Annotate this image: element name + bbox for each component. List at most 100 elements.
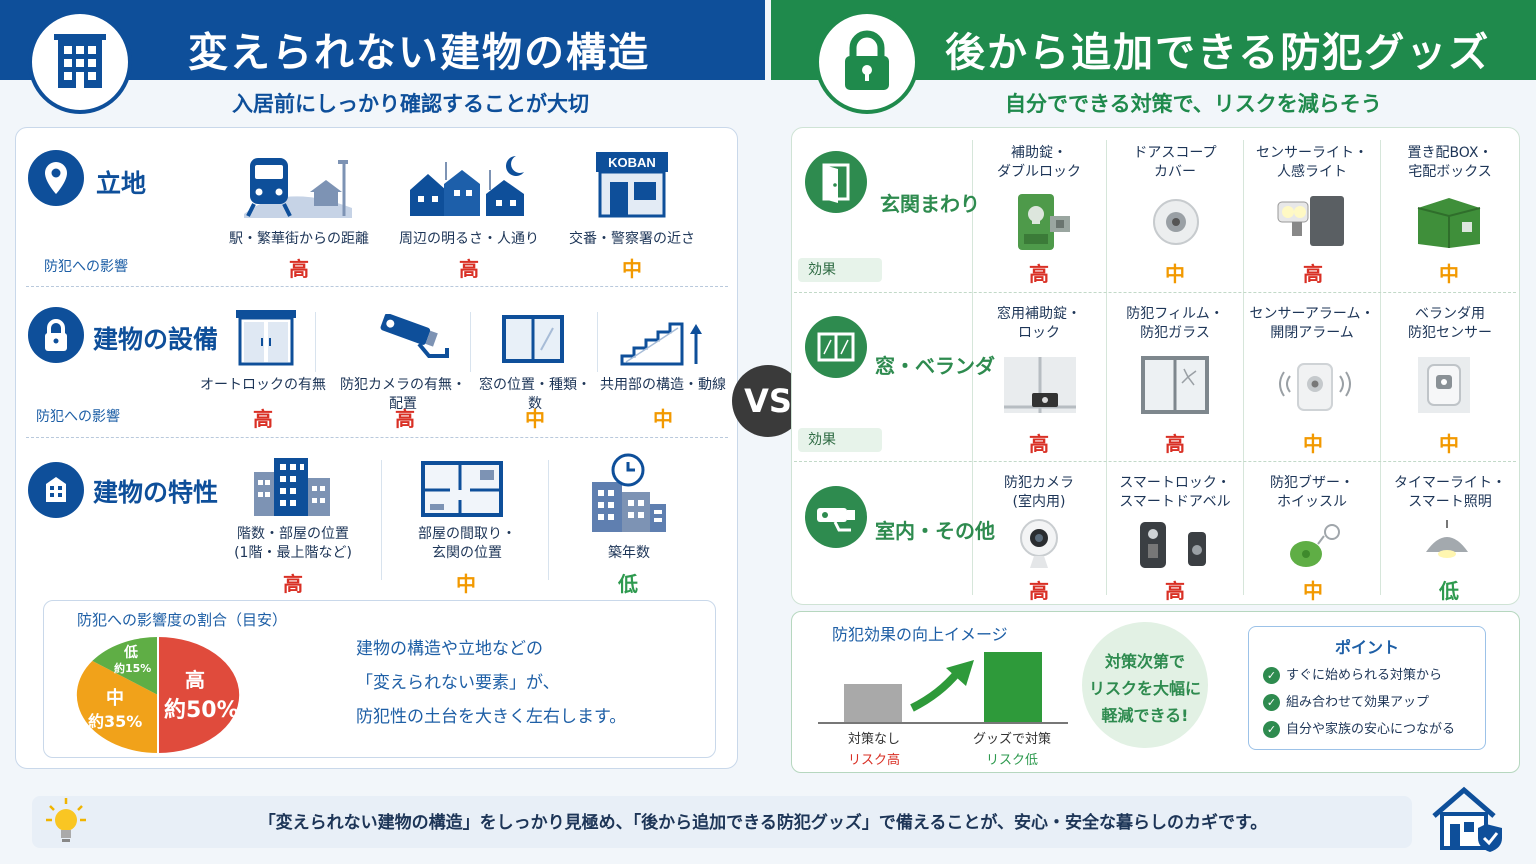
footer-bar [32, 796, 1412, 848]
open-close-alarm-icon [1279, 363, 1351, 411]
delivery-box-icon [1417, 198, 1481, 248]
row-indoor-title: 室内・その他 [875, 519, 995, 543]
stairs-icon [620, 322, 702, 366]
level-mid: 中 [1303, 579, 1323, 603]
item-timer-light: タイマーライト・スマート照明 [1394, 475, 1506, 510]
level-mid: 中 [525, 407, 545, 431]
after-risk: リスク低 [985, 753, 1038, 768]
level-mid: 中 [456, 572, 476, 596]
item-station-distance: 駅・繁華街からの距離 [229, 231, 369, 247]
door-circle [805, 151, 867, 213]
aging-building-clock-icon [592, 453, 666, 532]
right-subtitle: 自分でできる対策で、リスクを減らそう [1005, 92, 1382, 116]
item-camera: 防犯カメラの有無・配置 [340, 377, 466, 412]
location-pin-circle [28, 150, 84, 206]
pie-pct-low: 約15% [114, 662, 152, 675]
house-shield-icon [1432, 786, 1502, 852]
section-characteristics-title: 建物の特性 [93, 478, 219, 507]
improvement-bar-graphic [818, 652, 1068, 724]
point-list: ✓すぐに始められる対策から ✓組み合わせて効果アップ ✓自分や家族の安心につなが… [1263, 662, 1455, 743]
impact-label: 防犯への影響 [36, 409, 120, 425]
section-location-title: 立地 [96, 169, 147, 198]
effect-label: 効果 [798, 258, 882, 282]
lock-circle [28, 307, 84, 363]
item-floor-position: 階数・部屋の位置(1階・最上階など) [234, 526, 352, 561]
security-buzzer-icon [1290, 524, 1340, 567]
after-label: グッズで対策 [972, 732, 1051, 747]
level-high: 高 [1029, 579, 1049, 603]
before-label: 対策なし [847, 732, 900, 747]
level-high: 高 [1165, 432, 1185, 456]
item-brightness: 周辺の明るさ・人通り [399, 231, 539, 247]
item-auxiliary-lock: 補助錠・ダブルロック [997, 145, 1081, 180]
effect-label: 効果 [798, 428, 882, 452]
apartment-icon [46, 477, 66, 502]
pie-label-mid: 中 [106, 688, 124, 709]
level-mid: 中 [1439, 432, 1459, 456]
improvement-arrow [910, 669, 962, 712]
level-high: 高 [283, 572, 303, 596]
security-camera-icon [817, 508, 855, 532]
window-icon [502, 315, 564, 363]
level-mid: 中 [1303, 432, 1323, 456]
high-rise-building-icon [254, 458, 330, 516]
column-divider [1106, 140, 1107, 595]
door-scope-cover-icon [1153, 199, 1199, 245]
column-divider [470, 312, 471, 372]
level-high: 高 [253, 407, 273, 431]
item-security-film: 防犯フィルム・防犯ガラス [1126, 306, 1224, 341]
level-high: 高 [459, 257, 479, 281]
column-divider [315, 312, 316, 372]
column-divider [972, 140, 973, 595]
left-subtitle: 入居前にしっかり確認することが大切 [232, 92, 589, 116]
right-title: 後から追加できる防犯グッズ [945, 30, 1491, 76]
column-divider [1380, 140, 1381, 595]
before-risk: リスク高 [847, 753, 900, 768]
pie-slice-mid [76, 660, 158, 753]
item-indoor-camera: 防犯カメラ(室内用) [1004, 475, 1074, 510]
level-mid: 中 [1439, 262, 1459, 286]
ratio-title: 防犯への影響度の割合（目安） [77, 611, 288, 629]
security-camera-icon [380, 314, 449, 358]
level-high: 高 [1029, 262, 1049, 286]
footer-message: 「変えられない建物の構造」をしっかり見極め、「後から追加できる防犯グッズ」で備え… [258, 813, 1268, 833]
pie-label-low: 低 [124, 645, 138, 661]
point-box [1248, 626, 1486, 750]
apartment-circle [28, 462, 84, 518]
night-street-icon [410, 156, 524, 216]
train-icon [244, 158, 352, 218]
koban-police-box-icon: KOBAN [596, 152, 668, 218]
item-smart-lock: スマートロック・スマートドアベル [1119, 475, 1231, 510]
column-divider [1243, 140, 1244, 595]
point-item: ✓すぐに始められる対策から [1263, 662, 1455, 689]
item-common-area: 共用部の構造・動線 [600, 377, 726, 393]
check-icon: ✓ [1263, 694, 1280, 711]
smart-lock-doorbell-icon [1140, 522, 1206, 568]
level-high: 高 [1303, 262, 1323, 286]
item-autolock: オートロックの有無 [200, 377, 326, 393]
autolock-door-icon [236, 310, 296, 366]
level-low: 低 [618, 572, 638, 596]
impact-pie-chart [76, 634, 240, 756]
pie-pct-high: 約50% [164, 698, 239, 723]
level-high: 高 [1029, 432, 1049, 456]
koban-sign: KOBAN [608, 155, 656, 170]
level-high: 高 [395, 407, 415, 431]
point-item: ✓組み合わせて効果アップ [1263, 689, 1455, 716]
building-badge [28, 10, 132, 114]
building-icon [54, 34, 106, 88]
floor-plan-icon [421, 461, 503, 517]
item-sensor-alarm: センサーアラーム・開閉アラーム [1249, 306, 1375, 341]
point-item: ✓自分や家族の安心につながる [1263, 716, 1455, 743]
window-circle [805, 316, 867, 378]
point-title: ポイント [1334, 638, 1399, 657]
camera-circle [805, 486, 867, 548]
impact-label: 防犯への影響 [44, 259, 128, 275]
level-low: 低 [1439, 579, 1459, 603]
level-high: 高 [1165, 579, 1185, 603]
section-equipment-title: 建物の設備 [93, 325, 219, 354]
item-door-scope-cover: ドアスコープカバー [1133, 145, 1217, 180]
pie-slice-high [158, 637, 240, 753]
indoor-camera-icon [1020, 519, 1058, 568]
level-high: 高 [289, 257, 309, 281]
